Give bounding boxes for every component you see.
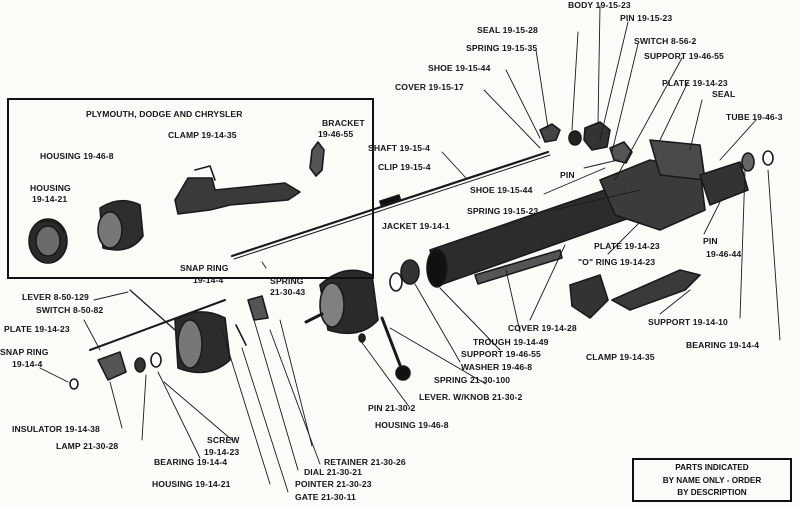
label-support-46-55-mid: SUPPORT 19-46-55 [461, 349, 541, 359]
label-clamp-right: CLAMP 19-14-35 [586, 352, 655, 362]
label-clamp: CLAMP 19-14-35 [168, 130, 237, 140]
pointer-dial-parts [235, 295, 366, 346]
notice-line-3: BY DESCRIPTION [677, 488, 747, 497]
label-bearing-right: BEARING 19-14-4 [686, 340, 760, 350]
top-switch-cluster [539, 121, 633, 164]
label-seal-top: SEAL 19-15-28 [477, 25, 538, 35]
label-tube: TUBE 19-46-3 [726, 112, 783, 122]
label-screw-b: 19-14-23 [204, 447, 240, 457]
label-snap-ring-left-b: 19-14-4 [12, 359, 43, 369]
label-clip: CLIP 19-15-4 [378, 162, 431, 172]
label-lever-8-50-129: LEVER 8-50-129 [22, 292, 89, 302]
label-insulator: INSULATOR 19-14-38 [12, 424, 100, 434]
label-pin-46-44-b: 19-46-44 [706, 249, 742, 259]
small-left-parts [69, 351, 162, 390]
label-cover-14-28: COVER 19-14-28 [508, 323, 577, 333]
shaft [230, 150, 551, 260]
label-trough: TROUGH 19-14-49 [473, 337, 549, 347]
label-spring-15-35: SPRING 19-15-35 [466, 43, 538, 53]
label-snap-ring-top-b: 19-14-4 [193, 275, 224, 285]
label-housing-19-46-8: HOUSING 19-46-8 [375, 420, 449, 430]
notice-line-1: PARTS INDICATED [675, 463, 749, 472]
label-bracket-2: 19-46-55 [318, 129, 354, 139]
label-switch-8-50-82: SWITCH 8-50-82 [36, 305, 104, 315]
label-shoe-mid: SHOE 19-15-44 [470, 185, 533, 195]
label-spring-21-30-43-a: SPRING [270, 276, 304, 286]
label-housing-19-14-21: HOUSING 19-14-21 [152, 479, 231, 489]
label-housing-a: HOUSING 19-46-8 [40, 151, 114, 161]
label-retainer: RETAINER 21-30-26 [324, 457, 406, 467]
order-notice: PARTS INDICATED BY NAME ONLY - ORDER BY … [632, 458, 792, 502]
inset-clamp [174, 165, 301, 215]
label-body: BODY 19-15-23 [568, 0, 631, 10]
trough [474, 249, 563, 285]
lever-rod [89, 289, 226, 351]
label-snap-ring-top-a: SNAP RING [180, 263, 229, 273]
label-shaft: SHAFT 19-15-4 [368, 143, 430, 153]
label-pin-mid: PIN [560, 170, 575, 180]
label-switch-8-56-2: SWITCH 8-56-2 [634, 36, 697, 46]
washer-ring [389, 259, 420, 292]
label-washer: WASHER 19-46-8 [461, 362, 533, 372]
right-clamp [569, 269, 701, 319]
label-pointer: POINTER 21-30-23 [295, 479, 372, 489]
label-gate: GATE 21-30-11 [295, 492, 356, 502]
label-lever-knob: LEVER. W/KNOB 21-30-2 [419, 392, 523, 402]
inset-frame [7, 98, 374, 279]
leader-lines [39, 5, 781, 493]
lower-housing [174, 311, 231, 374]
label-spring-21-30-43-b: 21-30-43 [270, 287, 306, 297]
label-jacket: JACKET 19-14-1 [382, 221, 450, 231]
label-plate-left: PLATE 19-14-23 [4, 324, 70, 334]
inset-housing-large [97, 199, 144, 251]
jacket [426, 139, 774, 288]
label-seal-right: SEAL [712, 89, 736, 99]
label-o-ring: "O" RING 19-14-23 [578, 257, 656, 267]
label-bearing-left: BEARING 19-14-4 [154, 457, 228, 467]
notice-line-2: BY NAME ONLY - ORDER [662, 475, 762, 485]
label-housing-b2: 19-14-21 [32, 194, 68, 204]
label-plate-mid: PLATE 19-14-23 [594, 241, 660, 251]
label-dial: DIAL 21-30-21 [304, 467, 362, 477]
label-spring-15-23: SPRING 19-15-23 [467, 206, 539, 216]
label-spring-21-30-100: SPRING 21-30-100 [434, 375, 511, 385]
label-cover-15-17: COVER 19-15-17 [395, 82, 464, 92]
label-housing-b1: HOUSING [30, 183, 71, 193]
label-pin-top: PIN 19-15-23 [620, 13, 673, 23]
label-snap-ring-left-a: SNAP RING [0, 347, 49, 357]
label-support-46-55-top: SUPPORT 19-46-55 [644, 51, 724, 61]
label-lamp: LAMP 21-30-28 [56, 441, 119, 451]
label-support-14-10: SUPPORT 19-14-10 [648, 317, 728, 327]
inset-bracket [309, 141, 325, 177]
inset-title: PLYMOUTH, DODGE AND CHRYSLER [86, 109, 243, 119]
housing-cup [319, 269, 379, 335]
lever-with-knob [380, 316, 411, 381]
label-bracket-1: BRACKET [322, 118, 365, 128]
label-pin-21-30-2: PIN 21-30-2 [368, 403, 416, 413]
label-plate-top: PLATE 19-14-23 [662, 78, 728, 88]
label-pin-46-44-a: PIN [703, 236, 718, 246]
label-screw-a: SCREW [207, 435, 240, 445]
label-shoe-top: SHOE 19-15-44 [428, 63, 491, 73]
inset-housing-small [28, 218, 68, 264]
